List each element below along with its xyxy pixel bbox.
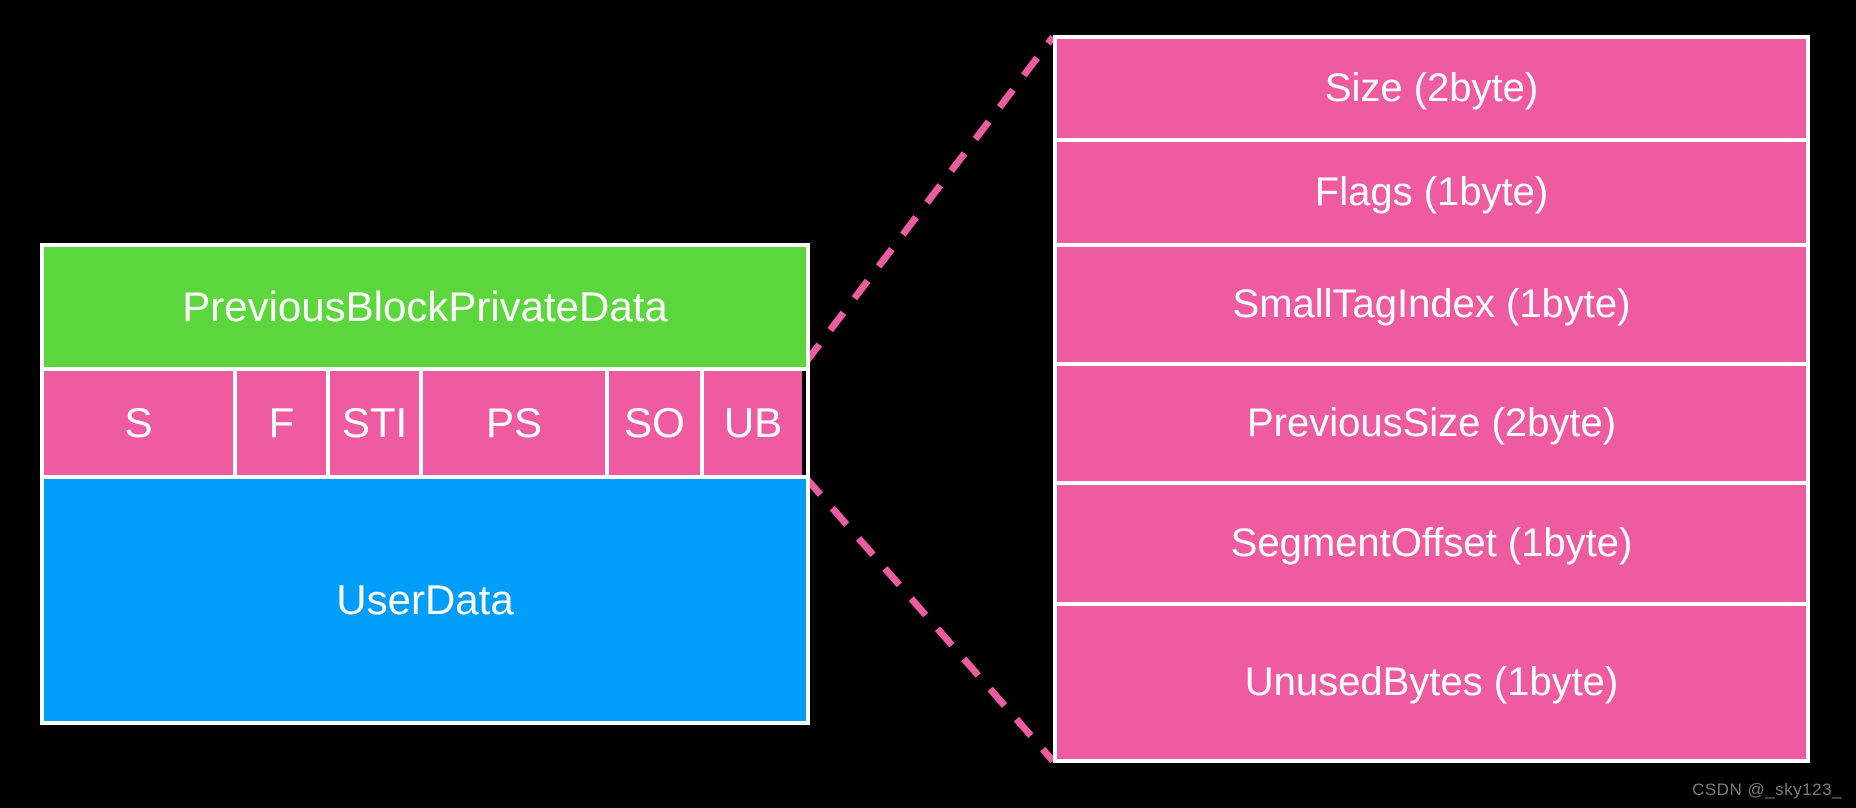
header-field-unused-bytes: UB bbox=[704, 371, 802, 475]
header-field-size: S bbox=[44, 371, 237, 475]
callout-line-top bbox=[803, 34, 1056, 365]
header-field-segment-offset-label: SO bbox=[624, 399, 685, 446]
header-field-flags: F bbox=[237, 371, 330, 475]
header-field-small-tag-index-label: STI bbox=[341, 399, 408, 446]
header-fields-row: S F STI PS SO UB bbox=[44, 371, 806, 479]
header-field-small-tag-index: STI bbox=[330, 371, 423, 475]
user-data-label: UserData bbox=[336, 576, 514, 623]
header-field-previous-size-label: PS bbox=[485, 399, 543, 446]
user-data-block: UserData bbox=[44, 479, 806, 721]
header-field-size-label: S bbox=[124, 399, 153, 446]
header-field-flags-label: F bbox=[268, 399, 295, 446]
watermark: CSDN @_sky123_ bbox=[1692, 780, 1842, 799]
detail-row-small-tag-index-label: SmallTagIndex (1byte) bbox=[1232, 282, 1631, 326]
callout-line-bottom bbox=[803, 475, 1056, 764]
previous-block-private-data-block: PreviousBlockPrivateData bbox=[44, 247, 806, 371]
detail-row-unused-bytes-label: UnusedBytes (1byte) bbox=[1244, 660, 1619, 704]
detail-row-segment-offset-label: SegmentOffset (1byte) bbox=[1230, 521, 1633, 565]
detail-row-previous-size-label: PreviousSize (2byte) bbox=[1246, 401, 1617, 445]
detail-row-small-tag-index: SmallTagIndex (1byte) bbox=[1057, 247, 1806, 366]
detail-row-size-label: Size (2byte) bbox=[1324, 66, 1539, 110]
header-field-previous-size: PS bbox=[423, 371, 609, 475]
detail-row-unused-bytes: UnusedBytes (1byte) bbox=[1057, 606, 1806, 759]
detail-row-previous-size: PreviousSize (2byte) bbox=[1057, 366, 1806, 485]
detail-row-flags: Flags (1byte) bbox=[1057, 142, 1806, 247]
heap-entry-header-detail: Size (2byte) Flags (1byte) SmallTagIndex… bbox=[1053, 35, 1810, 763]
detail-row-segment-offset: SegmentOffset (1byte) bbox=[1057, 485, 1806, 606]
previous-block-private-data-label: PreviousBlockPrivateData bbox=[182, 283, 668, 330]
header-field-segment-offset: SO bbox=[609, 371, 704, 475]
header-field-unused-bytes-label: UB bbox=[723, 399, 783, 446]
heap-block-layout: PreviousBlockPrivateData S F STI PS SO U… bbox=[40, 243, 810, 725]
detail-row-size: Size (2byte) bbox=[1057, 39, 1806, 142]
detail-row-flags-label: Flags (1byte) bbox=[1314, 170, 1549, 214]
